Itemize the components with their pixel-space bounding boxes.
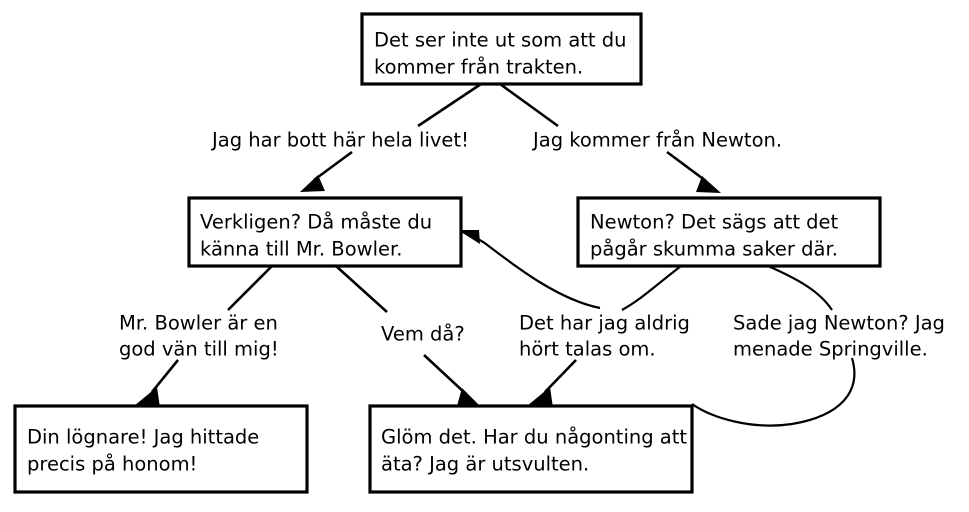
edge-label-line1: Sade jag Newton? Jag xyxy=(733,312,945,335)
node-root-line2: kommer från trakten. xyxy=(374,56,583,79)
edge-newton-to-verkligen xyxy=(458,230,682,311)
edge-segment-upper xyxy=(767,264,833,311)
edge-segment-lower xyxy=(423,354,467,395)
edge-root-to-newton xyxy=(499,82,721,193)
edge-newton-to-glom xyxy=(691,264,856,427)
edge-segment-upper xyxy=(227,265,273,311)
edge-label-det-har-jag-aldrig: Det har jag aldrig hört talas om. xyxy=(519,312,690,361)
edge-label-line1: Vem då? xyxy=(381,323,465,346)
arrowhead-icon xyxy=(458,230,480,244)
edge-segment-upper xyxy=(499,82,559,128)
edge-aldrig-to-glom xyxy=(527,359,577,408)
node-lognare[interactable]: Din lögnare! Jag hittade precis på honom… xyxy=(13,404,309,494)
edge-segment-upper xyxy=(417,82,482,128)
edge-segment-upper xyxy=(621,265,682,311)
edge-verkligen-to-lognare xyxy=(134,265,273,408)
node-lognare-line1: Din lögnare! Jag hittade xyxy=(27,426,259,449)
edge-segment-lower xyxy=(150,359,180,393)
edge-label-line1: Det har jag aldrig xyxy=(519,312,690,335)
arrowhead-icon xyxy=(696,176,721,193)
node-glom[interactable]: Glöm det. Har du någonting att äta? Jag … xyxy=(368,404,694,494)
node-newton-line1: Newton? Det sägs att det xyxy=(590,211,839,234)
edge-verkligen-to-glom xyxy=(335,265,482,408)
edge-label-mr-bowler-god-van: Mr. Bowler är en god vän till mig! xyxy=(119,312,279,361)
edge-label-sade-jag-newton: Sade jag Newton? Jag menade Springville. xyxy=(733,312,945,361)
edge-segment-upper xyxy=(335,265,388,313)
edge-segment-lower xyxy=(691,357,856,427)
edge-segment-lower xyxy=(666,150,707,183)
edge-label-line1: Jag har bott här hela livet! xyxy=(210,129,469,152)
node-newton-box[interactable] xyxy=(576,196,882,268)
edge-segment xyxy=(544,359,577,393)
edge-root-to-verkligen xyxy=(300,82,482,192)
node-newton-line2: pågår skumma saker där. xyxy=(590,238,838,261)
node-lognare-box[interactable] xyxy=(13,404,309,494)
arrowhead-icon xyxy=(457,388,482,408)
node-verkligen[interactable]: Verkligen? Då måste du känna till Mr. Bo… xyxy=(187,196,463,268)
node-root-line1: Det ser inte ut som att du xyxy=(374,29,627,52)
edge-label-line2: hört talas om. xyxy=(519,338,656,361)
edge-segment-lower xyxy=(313,150,353,182)
edge-label-jag-har-bott: Jag har bott här hela livet! xyxy=(210,129,469,152)
edge-label-jag-kommer-fran-newton: Jag kommer från Newton. xyxy=(531,129,782,152)
node-lognare-line2: precis på honom! xyxy=(27,453,197,476)
edge-label-vem-da: Vem då? xyxy=(381,323,465,346)
node-verkligen-line2: känna till Mr. Bowler. xyxy=(200,238,402,261)
edge-label-line2: god vän till mig! xyxy=(119,338,279,361)
edge-label-line1: Jag kommer från Newton. xyxy=(531,129,782,152)
node-root-box[interactable] xyxy=(360,12,643,86)
edge-label-line2: menade Springville. xyxy=(733,338,928,361)
edge-label-line1: Mr. Bowler är en xyxy=(119,312,278,335)
node-glom-line2: äta? Jag är utsvulten. xyxy=(381,453,589,476)
node-glom-line1: Glöm det. Har du någonting att xyxy=(381,426,687,449)
node-verkligen-line1: Verkligen? Då måste du xyxy=(200,211,432,234)
arrowhead-icon xyxy=(300,175,325,192)
node-newton[interactable]: Newton? Det sägs att det pågår skumma sa… xyxy=(576,196,882,268)
node-verkligen-box[interactable] xyxy=(187,196,463,268)
node-glom-box[interactable] xyxy=(368,404,694,494)
arrowhead-icon xyxy=(527,387,553,408)
arrowhead-icon xyxy=(134,387,160,408)
node-root[interactable]: Det ser inte ut som att du kommer från t… xyxy=(360,12,643,86)
